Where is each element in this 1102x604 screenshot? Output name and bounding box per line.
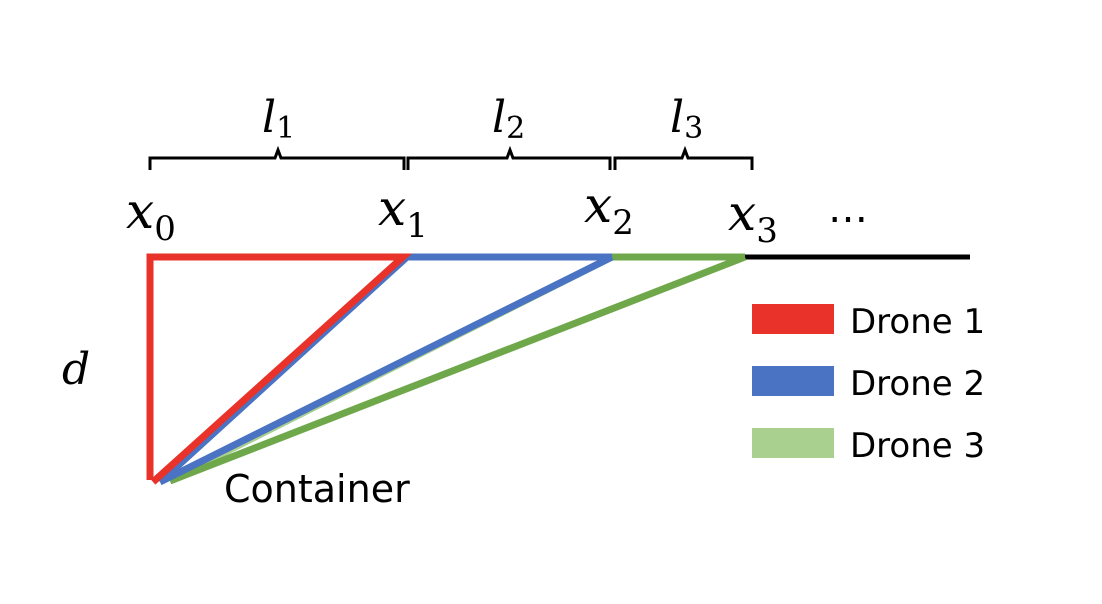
ellipsis: … — [828, 186, 868, 232]
legend-label-drone2: Drone 2 — [850, 364, 985, 404]
brace-l3 — [613, 145, 754, 170]
depth-label: d — [62, 344, 90, 395]
segment-label-l3: l3 — [670, 92, 703, 146]
container-label: Container — [224, 467, 410, 511]
brace-l1 — [148, 145, 406, 170]
point-label-x1: x1 — [378, 179, 428, 246]
point-label-x2: x2 — [584, 176, 634, 243]
segment-label-l2: l2 — [492, 92, 525, 146]
legend-swatch-drone1 — [752, 304, 834, 334]
legend-label-drone3: Drone 3 — [850, 426, 985, 466]
drone1-route — [146, 253, 413, 485]
legend: Drone 1 Drone 2 Drone 3 — [752, 302, 985, 466]
legend-label-drone1: Drone 1 — [850, 302, 985, 342]
drone3-route-diagonal — [168, 253, 747, 485]
segment-label-l1: l1 — [262, 92, 295, 146]
legend-swatch-drone2 — [752, 366, 834, 396]
legend-swatch-drone3 — [752, 428, 834, 458]
brace-l2 — [406, 145, 612, 170]
drone2-route-diagonal — [158, 253, 614, 486]
point-label-x0: x0 — [126, 182, 176, 249]
point-label-x3: x3 — [728, 184, 778, 251]
